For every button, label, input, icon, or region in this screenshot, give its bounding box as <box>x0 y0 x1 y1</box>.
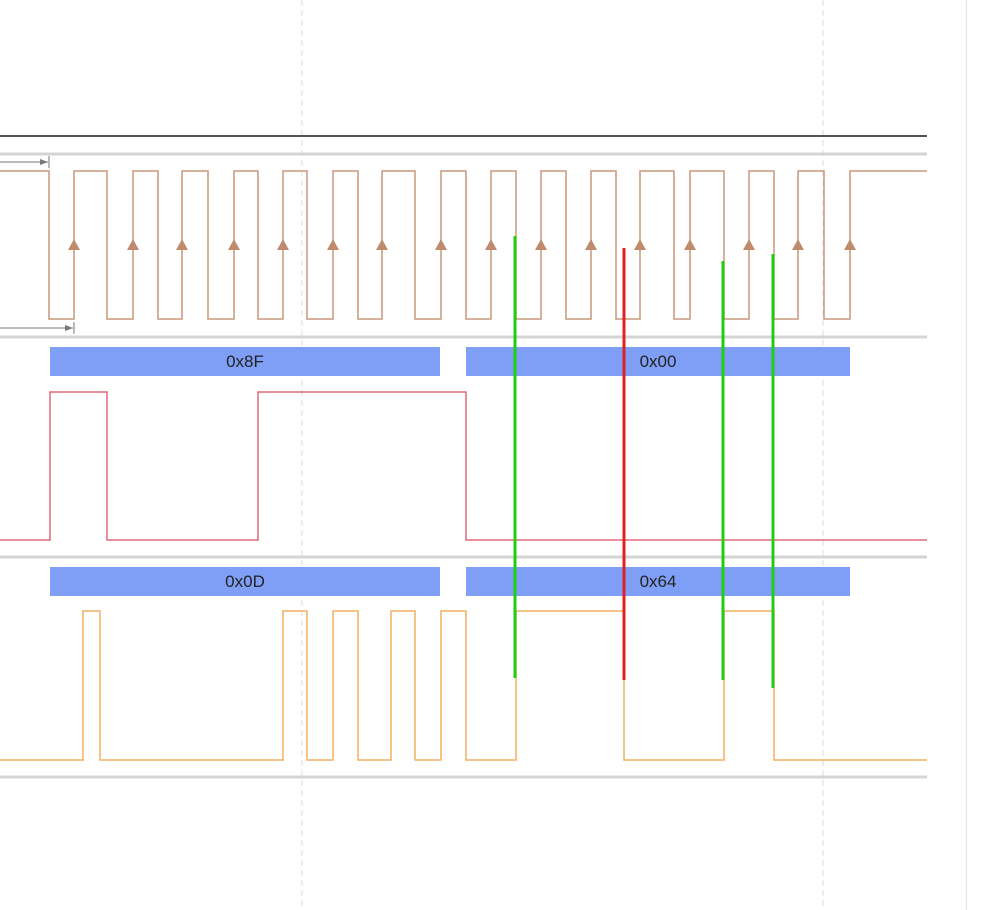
vertical-grid <box>301 0 824 910</box>
edge-marker-icon <box>684 239 696 250</box>
edge-marker-icon <box>228 239 240 250</box>
edge-marker-icon <box>585 239 597 250</box>
decoded-byte[interactable]: 0x0D <box>50 567 440 596</box>
vertical-scrollbar[interactable] <box>966 0 992 910</box>
decode-bar[interactable] <box>50 567 440 596</box>
edge-marker-icon <box>376 239 388 250</box>
arrow-head-icon <box>40 159 48 165</box>
decode-bar[interactable] <box>466 347 850 376</box>
edge-marker-icon <box>68 239 80 250</box>
edge-marker-icon <box>535 239 547 250</box>
edge-marker-icon <box>327 239 339 250</box>
decoded-byte[interactable]: 0x64 <box>466 567 850 596</box>
edge-marker-icon <box>743 239 755 250</box>
edge-marker-icon <box>634 239 646 250</box>
edge-marker-icon <box>792 239 804 250</box>
edge-marker-icon <box>485 239 497 250</box>
cursors <box>513 236 775 688</box>
edge-marker-icon <box>127 239 139 250</box>
clock-waveform[interactable] <box>0 170 927 320</box>
decode-label: 0x0D <box>225 572 265 591</box>
edge-marker-icon <box>176 239 188 250</box>
waveform-plot[interactable]: 0x8F 0x00 0x0D 0x64 <box>0 0 966 910</box>
decode-bar[interactable] <box>466 567 850 596</box>
timing-markers <box>0 156 75 334</box>
edge-marker-icon <box>844 239 856 250</box>
decode-label: 0x64 <box>640 572 677 591</box>
mosi-waveform[interactable] <box>0 391 927 541</box>
arrow-head-icon <box>65 325 73 331</box>
decode-label: 0x8F <box>226 352 264 371</box>
edge-marker-icon <box>277 239 289 250</box>
miso-decode-row: 0x0D 0x64 <box>50 567 850 596</box>
decoded-byte[interactable]: 0x00 <box>466 347 850 376</box>
decode-label: 0x00 <box>640 352 677 371</box>
mosi-decode-row: 0x8F 0x00 <box>50 347 850 376</box>
edge-marker-icon <box>435 239 447 250</box>
decode-bar[interactable] <box>50 347 440 376</box>
clock-edge-markers <box>68 239 856 250</box>
lane-separators <box>0 152 927 779</box>
miso-waveform[interactable] <box>0 610 927 761</box>
decoded-byte[interactable]: 0x8F <box>50 347 440 376</box>
